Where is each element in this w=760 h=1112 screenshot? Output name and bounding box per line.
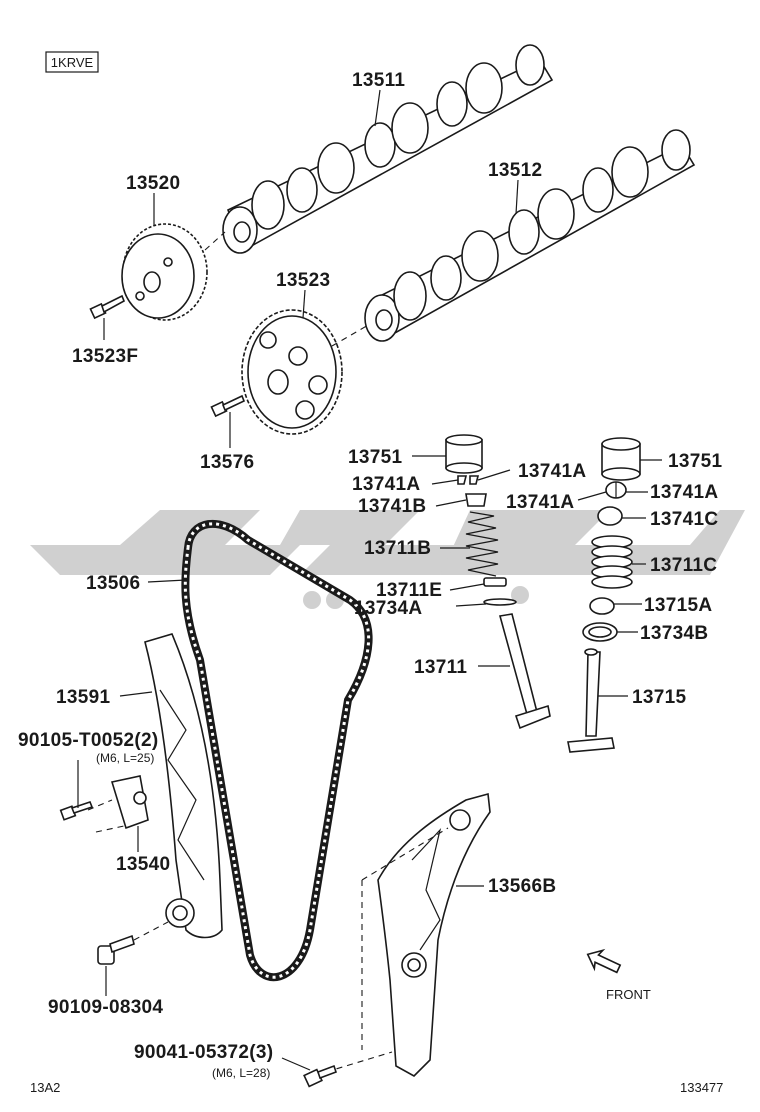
label-13711E: 13711E [376, 580, 442, 601]
label-13715A: 13715A [644, 595, 712, 616]
label-13591: 13591 [56, 687, 110, 708]
engine-code: 1KRVE [51, 55, 94, 70]
label-90105-spec: (M6, L=25) [96, 751, 154, 765]
label-13741B: 13741B [358, 496, 426, 517]
label-13711C: 13711C [650, 555, 717, 576]
bolt-90109 [97, 934, 135, 965]
part-labels: 13511 13512 13520 13523F 13523 13576 137… [18, 70, 723, 1095]
label-13741A-2: 13741A [518, 461, 586, 482]
diagram-ref: 13A2 [30, 1080, 60, 1095]
valve-train-intake [445, 434, 551, 730]
cam-sprocket-13523 [241, 309, 343, 435]
diagram-number: 133477 [680, 1080, 723, 1095]
label-13523F: 13523F [72, 346, 138, 367]
label-90041-spec: (M6, L=28) [212, 1066, 270, 1080]
label-13711B: 13711B [364, 538, 431, 559]
front-arrow-icon [586, 948, 622, 974]
bolt-13576 [210, 394, 246, 418]
label-13741A-3: 13741A [506, 492, 574, 513]
bolt-90105 [59, 801, 94, 821]
label-13576: 13576 [200, 452, 254, 473]
vvt-gear-13520 [121, 223, 208, 321]
engine-code-box [45, 51, 99, 73]
label-13566B: 13566B [488, 876, 556, 897]
label-90109: 90109-08304 [48, 997, 163, 1018]
camshaft-13511 [222, 44, 554, 254]
label-13523: 13523 [276, 270, 330, 291]
label-13741A-4: 13741A [650, 482, 718, 503]
label-13734B: 13734B [640, 623, 708, 644]
label-13751-left: 13751 [348, 447, 402, 468]
label-13751-right: 13751 [668, 451, 722, 472]
chain-guide-13566B [377, 792, 491, 1077]
leader-lines [77, 89, 662, 1071]
label-90105: 90105-T0052(2) [18, 730, 158, 751]
label-13715: 13715 [632, 687, 686, 708]
label-13511: 13511 [352, 70, 405, 91]
label-13520: 13520 [126, 173, 180, 194]
label-13540: 13540 [116, 854, 170, 875]
bolt-13523F [89, 294, 126, 320]
label-13734A: 13734A [354, 598, 422, 619]
label-90041: 90041-05372(3) [134, 1042, 273, 1063]
tensioner-13540 [110, 775, 149, 830]
label-13506: 13506 [86, 573, 140, 594]
front-label: FRONT [606, 987, 651, 1002]
chain-guide-13591 [144, 633, 223, 939]
label-13711: 13711 [414, 657, 467, 678]
label-13741A-1: 13741A [352, 474, 420, 495]
timing-chain-13506 [181, 519, 373, 982]
label-13741C: 13741C [650, 509, 718, 530]
label-13512: 13512 [488, 160, 542, 181]
camshaft-13512 [364, 129, 696, 342]
bolt-90041 [303, 1064, 338, 1088]
valve-train-exhaust [567, 437, 641, 753]
